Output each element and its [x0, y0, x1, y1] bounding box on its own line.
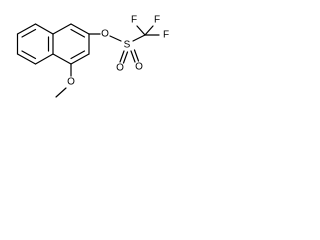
bond-c-f-top-left	[136, 25, 146, 36]
bond-c1-c8a	[52, 23, 72, 35]
atom-label-fluorine-top-left: F	[131, 15, 137, 26]
bond-c5-c6	[34, 23, 54, 35]
atom-label-sulfur: S	[124, 40, 131, 51]
double-bond-inner-1	[21, 28, 37, 38]
bond-o-s	[109, 35, 122, 42]
bond-c-f-top-right	[144, 25, 154, 36]
bond-c8-c8a	[16, 53, 37, 65]
bond-c8a-c4a	[34, 53, 54, 65]
bond-o-ch3	[55, 87, 67, 98]
double-bond-inner-5	[70, 50, 86, 60]
atom-label-sulfonyl-oxygen-right: O	[135, 62, 143, 73]
chemical-structure-diagram: O S O O F F F O	[16, 15, 169, 98]
atom-label-ester-oxygen: O	[101, 29, 109, 40]
triflate-group	[88, 25, 160, 64]
atom-label-fluorine-right: F	[163, 30, 169, 41]
bond-s-cf3	[132, 34, 146, 42]
bond-s-o-left-b	[122, 51, 129, 64]
atom-label-sulfonyl-oxygen-left: O	[116, 63, 124, 74]
bond-c3-c4	[70, 53, 90, 65]
bond-c6-c7	[16, 23, 37, 35]
bond-c4-c4a	[52, 53, 72, 65]
bond-s-o-right-b	[133, 49, 140, 62]
double-bond-inner-4	[70, 28, 86, 38]
naphthalene-ring	[16, 23, 90, 65]
bond-c1-c2	[70, 23, 90, 35]
atom-label-fluorine-top-right: F	[154, 15, 160, 26]
bond-s-o-left-a	[119, 50, 125, 63]
atom-label-methoxy-oxygen: O	[67, 77, 75, 88]
bond-s-o-right-a	[130, 50, 136, 63]
double-bond-inner-2	[21, 50, 37, 60]
methoxy-group	[55, 63, 72, 98]
